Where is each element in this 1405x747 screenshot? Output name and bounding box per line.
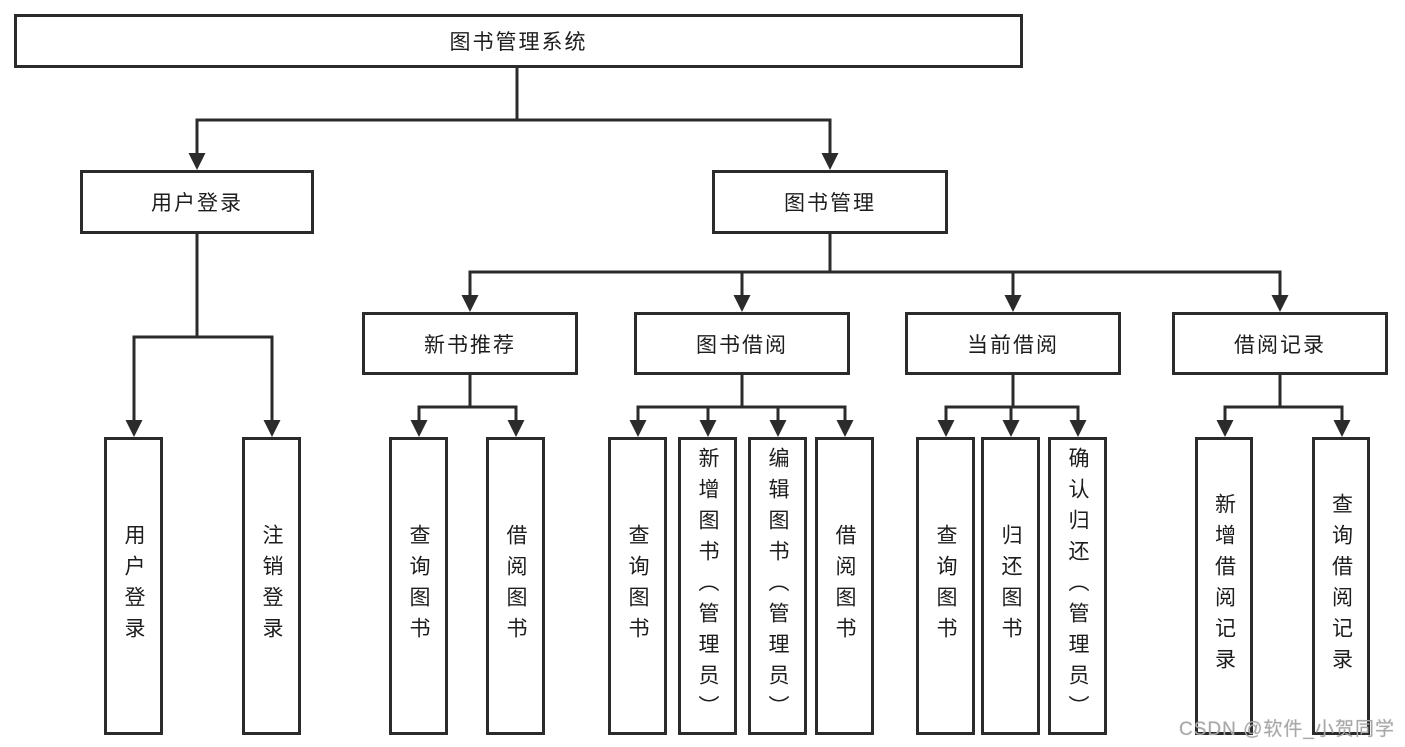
leaf-return-books: 归还图书 xyxy=(981,437,1040,735)
leaf-label: 注销登录 xyxy=(260,524,283,648)
leaf-label: 查询借阅记录 xyxy=(1329,493,1353,679)
node-borrowing-records: 借阅记录 xyxy=(1172,312,1388,375)
leaf-add-books-admin: 新增图书（管理员） xyxy=(678,437,737,735)
leaf-user-login: 用户登录 xyxy=(104,437,163,735)
node-new-book-recommendation: 新书推荐 xyxy=(362,312,578,375)
leaf-label: 借阅图书 xyxy=(833,524,856,648)
leaf-logout: 注销登录 xyxy=(242,437,301,735)
node-current-borrowing: 当前借阅 xyxy=(905,312,1121,375)
node-label: 当前借阅 xyxy=(967,333,1059,357)
node-label: 用户登录 xyxy=(151,192,243,215)
node-label: 图书管理 xyxy=(784,192,876,215)
leaf-label: 用户登录 xyxy=(122,524,145,648)
leaf-label: 查询图书 xyxy=(934,524,957,648)
leaf-confirm-return-admin: 确认归还（管理员） xyxy=(1048,437,1107,735)
leaf-query-books: 查询图书 xyxy=(916,437,975,735)
leaf-query-books: 查询图书 xyxy=(389,437,448,735)
leaf-label: 查询图书 xyxy=(407,524,430,648)
leaf-borrow-books: 借阅图书 xyxy=(815,437,874,735)
node-book-borrowing: 图书借阅 xyxy=(634,312,850,375)
node-label: 图书借阅 xyxy=(696,333,788,357)
node-book-management: 图书管理 xyxy=(712,170,948,234)
node-label: 借阅记录 xyxy=(1234,333,1326,357)
leaf-label: 编辑图书（管理员） xyxy=(766,446,789,726)
leaf-label: 新增图书（管理员） xyxy=(696,446,719,726)
leaf-query-borrow-record: 查询借阅记录 xyxy=(1312,437,1370,735)
leaf-label: 新增借阅记录 xyxy=(1212,493,1236,679)
node-label: 新书推荐 xyxy=(424,333,516,357)
csdn-watermark: CSDN @软件_小贺同学 xyxy=(1179,719,1395,740)
leaf-label: 归还图书 xyxy=(999,524,1022,648)
leaf-borrow-books: 借阅图书 xyxy=(486,437,545,735)
leaf-add-borrow-record: 新增借阅记录 xyxy=(1195,437,1253,735)
node-label: 图书管理系统 xyxy=(449,31,588,54)
leaf-query-books: 查询图书 xyxy=(608,437,667,735)
leaf-label: 确认归还（管理员） xyxy=(1066,446,1089,726)
node-user-login: 用户登录 xyxy=(80,170,314,234)
leaf-edit-books-admin: 编辑图书（管理员） xyxy=(748,437,807,735)
leaf-label: 查询图书 xyxy=(626,524,649,648)
node-library-management-system: 图书管理系统 xyxy=(14,14,1023,68)
leaf-label: 借阅图书 xyxy=(504,524,527,648)
